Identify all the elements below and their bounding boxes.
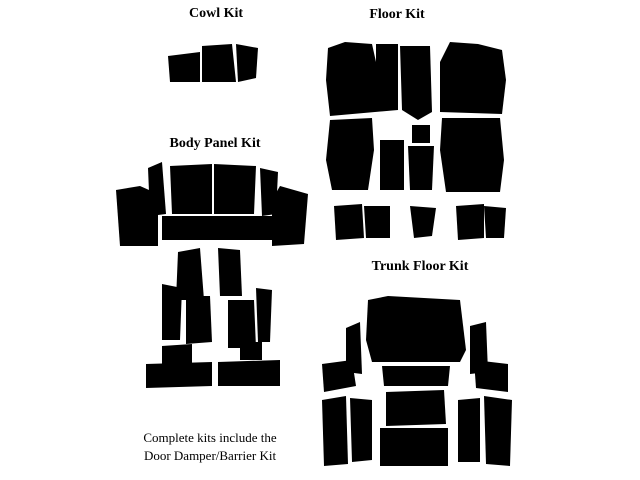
cowl-kit-pieces — [168, 44, 258, 82]
body-panel-kit-pieces — [116, 162, 308, 388]
caption-line-1: Complete kits include the — [143, 430, 277, 445]
floor-kit-pieces — [326, 42, 506, 240]
cowl-kit-label: Cowl Kit — [188, 6, 244, 21]
trunk-floor-kit-label: Trunk Floor Kit — [371, 259, 469, 274]
caption-line-2: Door Damper/Barrier Kit — [143, 448, 277, 463]
trunk-floor-kit-pieces — [322, 296, 512, 466]
body-panel-kit-label: Body Panel Kit — [169, 136, 261, 151]
caption: Complete kits include the Door Damper/Ba… — [90, 429, 330, 465]
floor-kit-label: Floor Kit — [369, 7, 425, 22]
